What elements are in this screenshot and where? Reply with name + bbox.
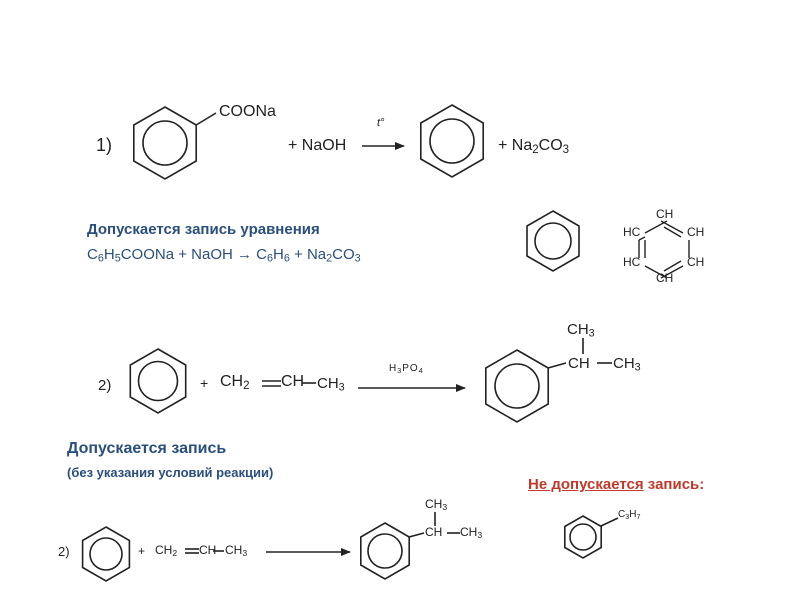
reaction-number-1: 1) bbox=[96, 135, 113, 155]
benzene-ring-allowed bbox=[526, 210, 580, 272]
benzene-ring-not-allowed bbox=[563, 515, 603, 559]
kekule-label-upper-left: HC bbox=[623, 225, 641, 239]
allowed-equation-heading: Допускается запись уравнения bbox=[87, 221, 320, 238]
benzene-ring-cumene-3 bbox=[359, 522, 411, 580]
substituent-coona: COONa bbox=[219, 103, 276, 120]
propene-ch: CH bbox=[281, 373, 305, 390]
cumene-ch3-top: CH3 bbox=[567, 321, 595, 340]
not-allowed-heading: Не допускается запись: bbox=[528, 476, 705, 493]
kekule-label-lower-right: CH bbox=[687, 255, 705, 269]
allowed-record-heading: Допускается запись bbox=[67, 440, 227, 457]
benzene-ring-reactant-3 bbox=[81, 526, 131, 582]
propene-ch2: CH2 bbox=[220, 373, 250, 392]
kekule-label-upper-right: CH bbox=[687, 225, 705, 239]
cumene-ch3-top-3: CH3 bbox=[425, 497, 448, 513]
cumene-ch-3: CH bbox=[425, 525, 443, 539]
propene-ch-3: CH bbox=[199, 543, 217, 557]
cumene-ch: CH bbox=[568, 355, 590, 372]
product-sodium-carbonate: + Na2CO3 bbox=[498, 137, 570, 156]
reaction-number-3: 2) bbox=[58, 544, 70, 559]
benzene-ring-product-1 bbox=[419, 104, 485, 178]
plus-sign-3: + bbox=[138, 544, 146, 558]
allowed-record-note: (без указания условий реакции) bbox=[67, 465, 274, 480]
propene-ch3: CH3 bbox=[317, 375, 345, 394]
kekule-label-bottom: CH bbox=[656, 271, 674, 285]
benzene-ring-benzoate bbox=[133, 106, 197, 180]
propene-ch2-3: CH2 bbox=[155, 543, 178, 559]
cumene-ch3-right-3: CH3 bbox=[460, 525, 483, 541]
benzene-ring-reactant-2 bbox=[129, 348, 187, 414]
reaction-number-2: 2) bbox=[98, 377, 112, 394]
propene-ch3-3: CH3 bbox=[225, 543, 248, 559]
catalyst-phosphoric-acid: H3PO4 bbox=[389, 363, 424, 375]
plus-sign-2: + bbox=[200, 375, 209, 391]
reaction-condition-temperature: t° bbox=[377, 117, 385, 129]
substituent-propyl: C3H7 bbox=[618, 509, 641, 521]
reagent-naoh: + NaOH bbox=[288, 137, 347, 154]
kekule-label-top: CH bbox=[656, 207, 674, 221]
bond-ring-to-coona bbox=[195, 112, 217, 126]
kekule-label-lower-left: HC bbox=[623, 255, 641, 269]
benzene-ring-cumene bbox=[484, 349, 550, 423]
allowed-equation-text: C6H5COONa + NaOH → C6H6 + Na2CO3 bbox=[87, 246, 361, 265]
kekule-structure-bonds bbox=[638, 220, 690, 279]
cumene-ch3-right: CH3 bbox=[613, 355, 641, 374]
